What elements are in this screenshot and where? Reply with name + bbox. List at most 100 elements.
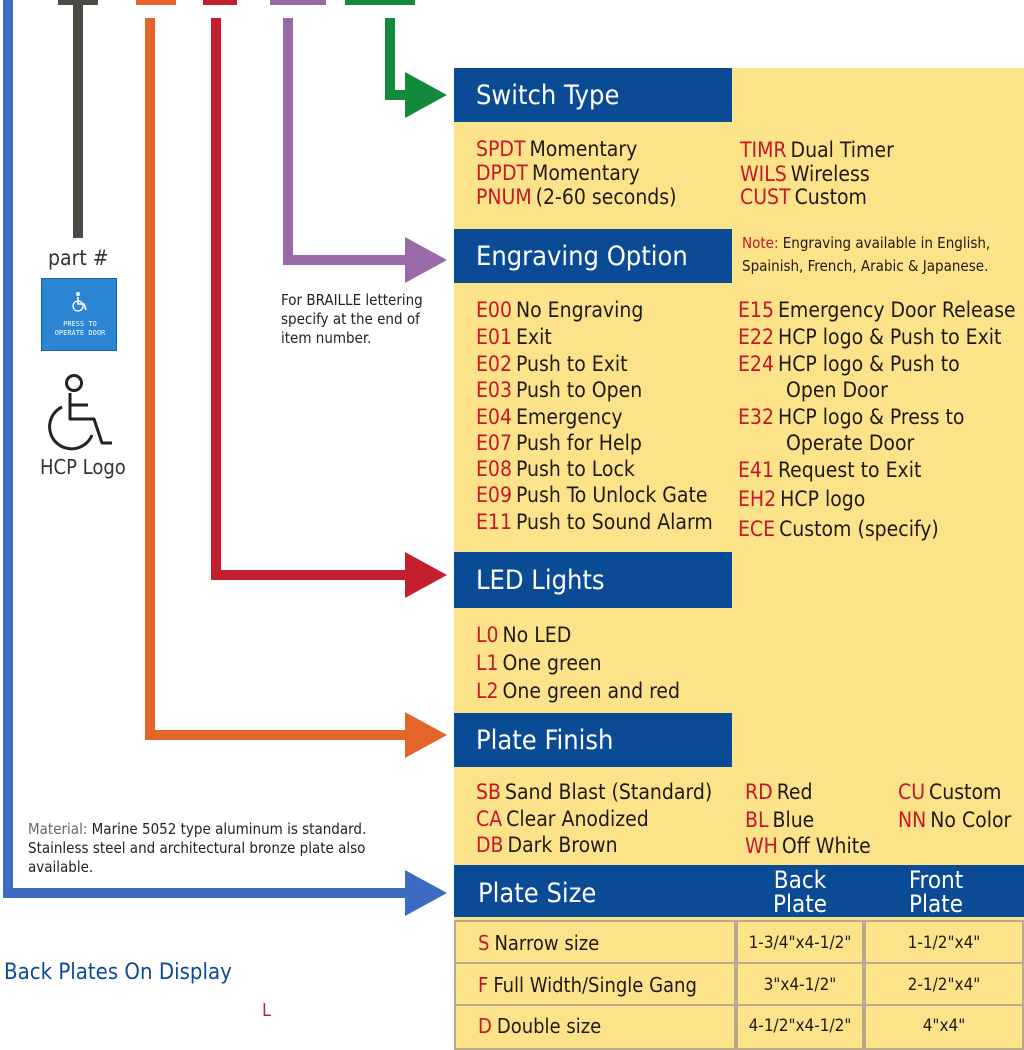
green-connector bbox=[385, 18, 410, 100]
finish-code: NN bbox=[898, 808, 927, 832]
engraving-label: HCP logo bbox=[780, 487, 866, 511]
wheelchair-mini-icon bbox=[72, 292, 87, 312]
size-code: S bbox=[478, 931, 490, 955]
engraving-code: E32 bbox=[738, 405, 774, 429]
connector-lines bbox=[3, 0, 447, 916]
red-arrowhead bbox=[405, 552, 447, 598]
engraving-code: E24 bbox=[738, 352, 774, 376]
wheelchair-icon bbox=[48, 374, 112, 451]
finish-label: Off White bbox=[781, 834, 871, 858]
size-title: Plate Size bbox=[478, 878, 597, 909]
engraving-label: Request to Exit bbox=[777, 458, 922, 482]
engraving-label: Operate Door bbox=[786, 431, 915, 455]
engraving-item-e32-cont: Operate Door bbox=[786, 433, 914, 454]
engraving-label: Emergency bbox=[515, 405, 623, 429]
size-row-f-back: 3"x4-1/2" bbox=[736, 962, 864, 1008]
size-row-f-front: 2-1/2"x4" bbox=[864, 962, 1024, 1008]
top-code-purple bbox=[270, 0, 326, 5]
orange-arrowhead bbox=[405, 712, 447, 758]
led-title: LED Lights bbox=[476, 564, 605, 596]
back-plates-title: Back Plates On Display bbox=[4, 960, 232, 985]
note-line1: Note: Engraving available in English, bbox=[742, 232, 990, 255]
button-text-line1: PRESS TO bbox=[63, 320, 97, 328]
finish-label: Custom bbox=[929, 780, 1002, 804]
engraving-note: Note: Engraving available in English, Sp… bbox=[742, 232, 990, 278]
engraving-code: E07 bbox=[476, 431, 512, 455]
push-button-image: PRESS TO OPERATE DOOR bbox=[41, 278, 117, 351]
switch-label: Momentary bbox=[532, 161, 640, 185]
switch-label: Momentary bbox=[529, 137, 638, 161]
engraving-code: E22 bbox=[738, 325, 774, 349]
material-text: Marine 5052 type aluminum is standard. S… bbox=[28, 820, 367, 876]
braille-note: For BRAILLE lettering specify at the end… bbox=[281, 291, 423, 347]
size-label: Full Width/Single Gang bbox=[493, 973, 697, 997]
engraving-code: E01 bbox=[476, 325, 512, 349]
engraving-label: HCP logo & Press to bbox=[777, 405, 965, 429]
led-header: LED Lights bbox=[454, 552, 732, 608]
blue-connector bbox=[3, 0, 410, 898]
engraving-header: Engraving Option bbox=[454, 229, 732, 283]
engraving-code: E08 bbox=[476, 457, 512, 481]
note-line2: Spainish, French, Arabic & Japanese. bbox=[742, 257, 989, 275]
size-col-front-line2: Plate bbox=[909, 890, 963, 918]
finish-code: DB bbox=[476, 833, 504, 857]
finish-label: Red bbox=[776, 780, 813, 804]
red-connector bbox=[211, 18, 410, 580]
finish-code: BL bbox=[745, 808, 769, 832]
size-row-s-front: 1-1/2"x4" bbox=[864, 920, 1024, 966]
engraving-label: Push to Lock bbox=[515, 457, 635, 481]
button-text-line2: OPERATE DOOR bbox=[54, 329, 106, 337]
finish-label: No Color bbox=[930, 808, 1012, 832]
engraving-code: E15 bbox=[738, 298, 774, 322]
led-code: L0 bbox=[476, 623, 499, 647]
finish-label: Clear Anodized bbox=[506, 807, 649, 831]
led-code: L2 bbox=[476, 679, 499, 703]
hcp-logo-label: HCP Logo bbox=[40, 455, 126, 479]
size-code: F bbox=[478, 973, 489, 997]
switch-label: Dual Timer bbox=[790, 138, 894, 162]
engraving-label: Open Door bbox=[786, 378, 888, 402]
switch-code: WILS bbox=[740, 162, 787, 186]
switch-label: Wireless bbox=[790, 162, 870, 186]
switch-item-pnum: PNUM(2-60 seconds) bbox=[476, 187, 677, 208]
note-text1: Engraving available in English, bbox=[778, 234, 991, 252]
switch-type-title: Switch Type bbox=[476, 79, 620, 111]
switch-label: Custom bbox=[794, 185, 867, 209]
engraving-title: Engraving Option bbox=[476, 240, 688, 272]
finish-code: CA bbox=[476, 807, 503, 831]
part-label: part # bbox=[48, 246, 109, 270]
gray-connector bbox=[73, 0, 83, 238]
led-label: One green bbox=[502, 651, 602, 675]
finish-code: RD bbox=[745, 780, 773, 804]
engraving-label: Exit bbox=[515, 325, 552, 349]
size-header-bar bbox=[454, 865, 1024, 917]
size-col-back-line1: Back bbox=[773, 866, 827, 894]
switch-code: PNUM bbox=[476, 185, 532, 209]
engraving-label: Emergency Door Release bbox=[777, 298, 1016, 322]
engraving-label: HCP logo & Push to bbox=[777, 352, 960, 376]
size-col-front-line1: Front bbox=[908, 866, 964, 894]
finish-header: Plate Finish bbox=[454, 713, 732, 767]
engraving-label: Push to Sound Alarm bbox=[515, 510, 713, 534]
material-label: Material: bbox=[28, 820, 88, 838]
engraving-code: E41 bbox=[738, 458, 774, 482]
top-code-orange bbox=[136, 0, 176, 5]
options-panel bbox=[454, 68, 1024, 1024]
green-arrowhead bbox=[405, 72, 447, 118]
